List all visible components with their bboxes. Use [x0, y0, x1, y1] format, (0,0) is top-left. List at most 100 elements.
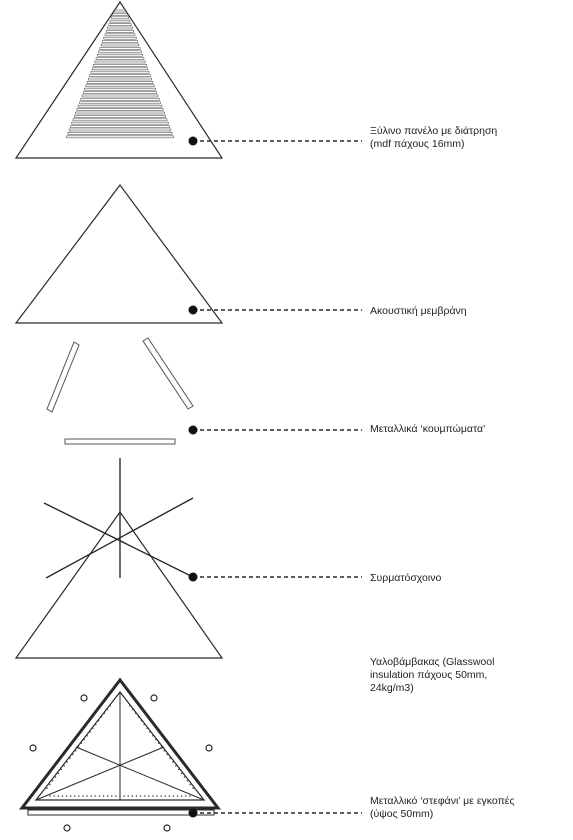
frame-notch [168, 795, 171, 797]
perforation-slot [90, 70, 150, 74]
perforation-slot [99, 47, 141, 50]
frame-notch [69, 795, 72, 797]
frame-notch [140, 719, 143, 722]
frame-notch [127, 795, 130, 797]
perforation-slot [111, 16, 129, 20]
frame-notch [160, 795, 162, 797]
frame-notch [146, 727, 148, 730]
frame-notch [152, 795, 154, 797]
perforation-slot [71, 121, 169, 125]
frame-notch [54, 776, 57, 778]
label-glasswool: Υαλοβάμβακας (Glasswool insulation πάχου… [370, 656, 495, 694]
frame-notch [71, 753, 74, 756]
frame-notch [135, 795, 138, 797]
frame-notch [82, 795, 84, 797]
metal-frame [18, 677, 222, 832]
perforation-slot [72, 118, 168, 122]
leader-dot-membrane [188, 305, 198, 315]
frame-notch [65, 795, 68, 797]
perforation-slot [76, 108, 164, 111]
perforation-slot [86, 81, 154, 84]
frame-notch [169, 757, 171, 760]
frame-notch [98, 795, 101, 797]
frame-notch [160, 746, 163, 748]
frame-notch [115, 795, 117, 797]
frame-notch [189, 795, 191, 797]
frame-notch [143, 723, 146, 726]
frame-notch [152, 734, 154, 737]
leader-lines [188, 136, 362, 818]
perforation-slot [102, 40, 138, 43]
perforation-slot [88, 77, 152, 81]
perforation-slot [104, 33, 136, 37]
perforation-slot [91, 67, 149, 71]
perforation-slot [98, 50, 142, 54]
frame-notch [189, 783, 192, 786]
metal-clips [46, 337, 194, 445]
perforation-slot [84, 87, 156, 91]
clip-right [142, 337, 194, 410]
frame-notch [119, 795, 121, 797]
frame-notch [80, 742, 83, 745]
frame-notch [110, 795, 113, 797]
frame-notch [183, 776, 186, 778]
perforation-slot [89, 74, 151, 77]
frame-notch [73, 795, 76, 797]
perforation-slot [77, 104, 163, 108]
leader-dot-wire [188, 572, 198, 582]
perforation-slot [113, 9, 127, 13]
frame-notch [149, 731, 151, 733]
leader-dot-clips [188, 425, 198, 435]
frame-notch [94, 723, 97, 726]
frame-notch [86, 734, 88, 737]
frame-notch [86, 795, 88, 797]
perforation-slot [74, 115, 166, 118]
frame-notch [63, 764, 65, 767]
perforation-slot [112, 13, 128, 16]
frame-notch [139, 795, 142, 797]
frame-notch [89, 731, 91, 733]
perforation-slot [82, 91, 158, 94]
frame-notch [166, 753, 169, 756]
frame-notch [184, 795, 187, 797]
frame-notch [172, 795, 175, 797]
perforation-slot [95, 57, 145, 60]
frame-notch [60, 768, 63, 771]
frame-notch [57, 795, 60, 797]
frame-notch [175, 764, 177, 767]
frame-notch [77, 746, 80, 748]
perforation-slot [100, 43, 140, 47]
frame-notch [192, 787, 194, 790]
frame-notch [49, 795, 51, 797]
frame-notch [74, 749, 77, 752]
frame-notch [172, 761, 174, 763]
frame-notch [92, 727, 94, 730]
perforated-wood-panel [14, 0, 224, 159]
clip-left [46, 341, 80, 413]
frame-notch [97, 719, 100, 722]
frame-notch [134, 712, 137, 715]
frame-notch [186, 779, 189, 782]
glasswool-insulation [14, 510, 224, 659]
perforation-slot [103, 36, 137, 40]
frame-notch [154, 738, 157, 741]
frame-notch [102, 795, 105, 797]
frame-notch [143, 795, 146, 797]
perforation-slot [93, 64, 147, 67]
frame-notch [90, 795, 93, 797]
frame-notch [57, 772, 60, 775]
frame-notch [106, 708, 109, 711]
frame-notch [156, 795, 158, 797]
label-perforated-panel: Ξύλινο πανέλο με διάτρηση (mdf πάχους 16… [370, 125, 498, 150]
frame-notch [131, 795, 134, 797]
perforation-slot [66, 135, 174, 139]
frame-notch [48, 783, 51, 786]
frame-notch [109, 704, 111, 707]
label-wire-rope: Συρματόσχοινο [370, 572, 442, 584]
frame-notch [131, 708, 134, 711]
frame-notch [51, 779, 54, 782]
perforation-slot [70, 125, 170, 128]
leader-dot-panel [188, 136, 198, 146]
frame-notch [157, 742, 160, 745]
